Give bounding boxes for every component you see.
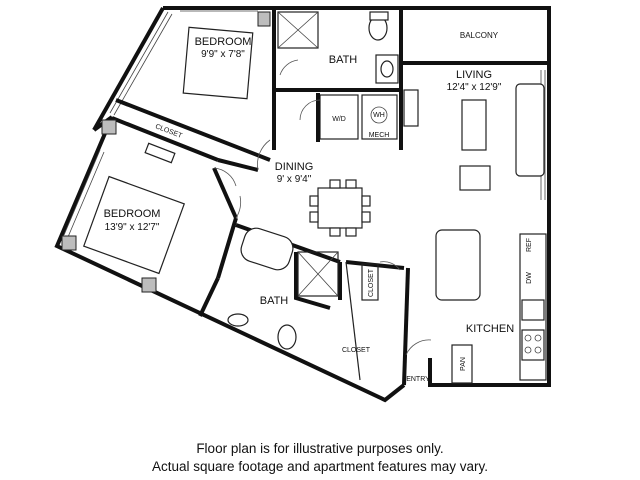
room-label-closet-entry: CLOSET — [342, 347, 371, 354]
room-label-dining: DINING — [275, 161, 314, 173]
exterior-walls — [54, 6, 551, 403]
doors — [213, 59, 432, 356]
fixture-label-dishwasher: DW — [526, 272, 533, 284]
room-label-kitchen: KITCHEN — [466, 323, 514, 335]
room-dims-dining: 9' x 9'4" — [277, 174, 312, 185]
room-label-living: LIVING — [456, 69, 492, 81]
room-label-closet-small: CLOSET — [368, 268, 375, 297]
room-label-mech: MECH — [369, 132, 390, 139]
room-label-bath-1: BATH — [329, 54, 358, 66]
room-dims-bedroom-1: 9'9" x 7'8" — [201, 49, 245, 60]
room-label-bedroom-2: BEDROOM — [104, 208, 161, 220]
floor-plan: BEDROOM 9'9" x 7'8" BEDROOM 13'9" x 12'7… — [54, 6, 551, 403]
room-label-entry: ENTRY — [406, 376, 430, 383]
fixtures — [61, 11, 547, 381]
room-label-bath-2: BATH — [260, 295, 289, 307]
disclaimer-line-2: Actual square footage and apartment feat… — [152, 459, 488, 474]
fixture-label-washer-dryer: W/D — [332, 116, 346, 123]
room-labels: BEDROOM 9'9" x 7'8" BEDROOM 13'9" x 12'7… — [104, 31, 533, 383]
room-label-pantry: PAN — [460, 357, 467, 371]
room-dims-bedroom-2: 13'9" x 12'7" — [105, 222, 160, 233]
room-label-balcony: BALCONY — [460, 31, 499, 40]
room-dims-living: 12'4" x 12'9" — [447, 82, 502, 93]
water-heater-icon — [370, 106, 388, 124]
fixture-label-water-heater: WH — [373, 112, 385, 119]
fixture-label-refrigerator: REF — [526, 238, 533, 252]
disclaimer-line-1: Floor plan is for illustrative purposes … — [196, 441, 444, 456]
disclaimer: Floor plan is for illustrative purposes … — [0, 440, 640, 476]
room-label-bedroom-1: BEDROOM — [195, 36, 252, 48]
